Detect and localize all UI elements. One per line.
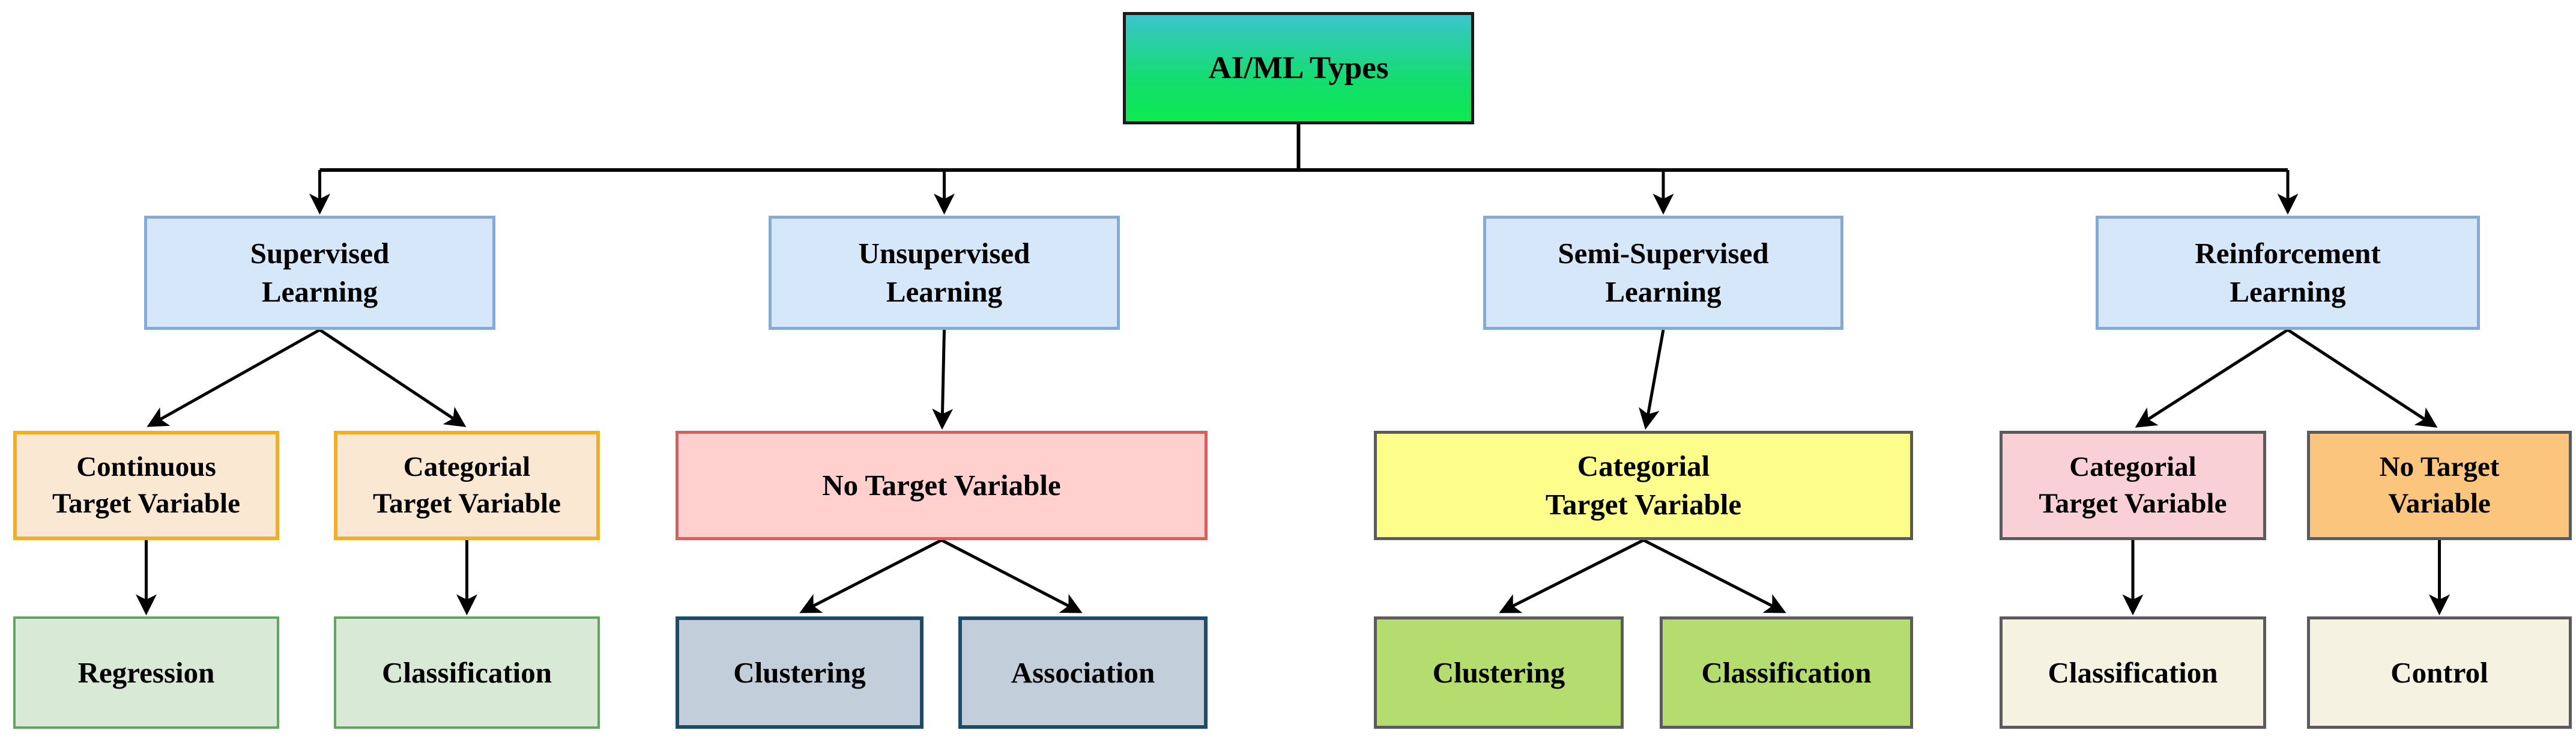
node-semi-classification: Classification: [1660, 616, 1913, 729]
edge-no-target-association: [940, 538, 1083, 613]
edge-unsupervised-no-target: [932, 329, 954, 430]
edge-no-target-clustering: [799, 538, 943, 613]
node-continuous-target-variable: Continuous Target Variable: [13, 431, 279, 540]
node-no-target-variable: No Target Variable: [676, 431, 1208, 540]
node-reinforcement-no-target-variable: No Target Variable: [2307, 431, 2572, 540]
node-ai-ml-types: AI/ML Types: [1123, 12, 1474, 124]
node-reinforcement-learning: Reinforcement Learning: [2096, 216, 2480, 330]
node-semi-supervised-learning: Semi-Supervised Learning: [1483, 216, 1843, 330]
node-supervised-classification: Classification: [334, 616, 600, 729]
edge-semi-categorial: [1639, 329, 1665, 430]
node-supervised-categorial-target-variable: Categorial Target Variable: [334, 431, 600, 540]
node-unsupervised-learning: Unsupervised Learning: [769, 216, 1120, 330]
node-regression: Regression: [13, 616, 279, 729]
node-reinforcement-classification: Classification: [2000, 616, 2266, 729]
edge-reinforcement-no-target: [2287, 328, 2438, 428]
node-semi-categorial-target-variable: Categorial Target Variable: [1374, 431, 1913, 540]
node-semi-clustering: Clustering: [1374, 616, 1624, 729]
node-reinforcement-categorial-target-variable: Categorial Target Variable: [2000, 431, 2266, 540]
node-supervised-learning: Supervised Learning: [144, 216, 495, 330]
node-association: Association: [958, 616, 1208, 729]
edge-semi-categorial-classification: [1642, 538, 1786, 613]
edge-semi-categorial-clustering: [1499, 538, 1645, 613]
edge-reinforcement-categorial: [2135, 328, 2289, 428]
node-unsupervised-clustering: Clustering: [676, 616, 924, 729]
edge-supervised-categorial: [319, 328, 467, 427]
edge-supervised-continuous: [147, 328, 321, 427]
node-control: Control: [2307, 616, 2572, 729]
